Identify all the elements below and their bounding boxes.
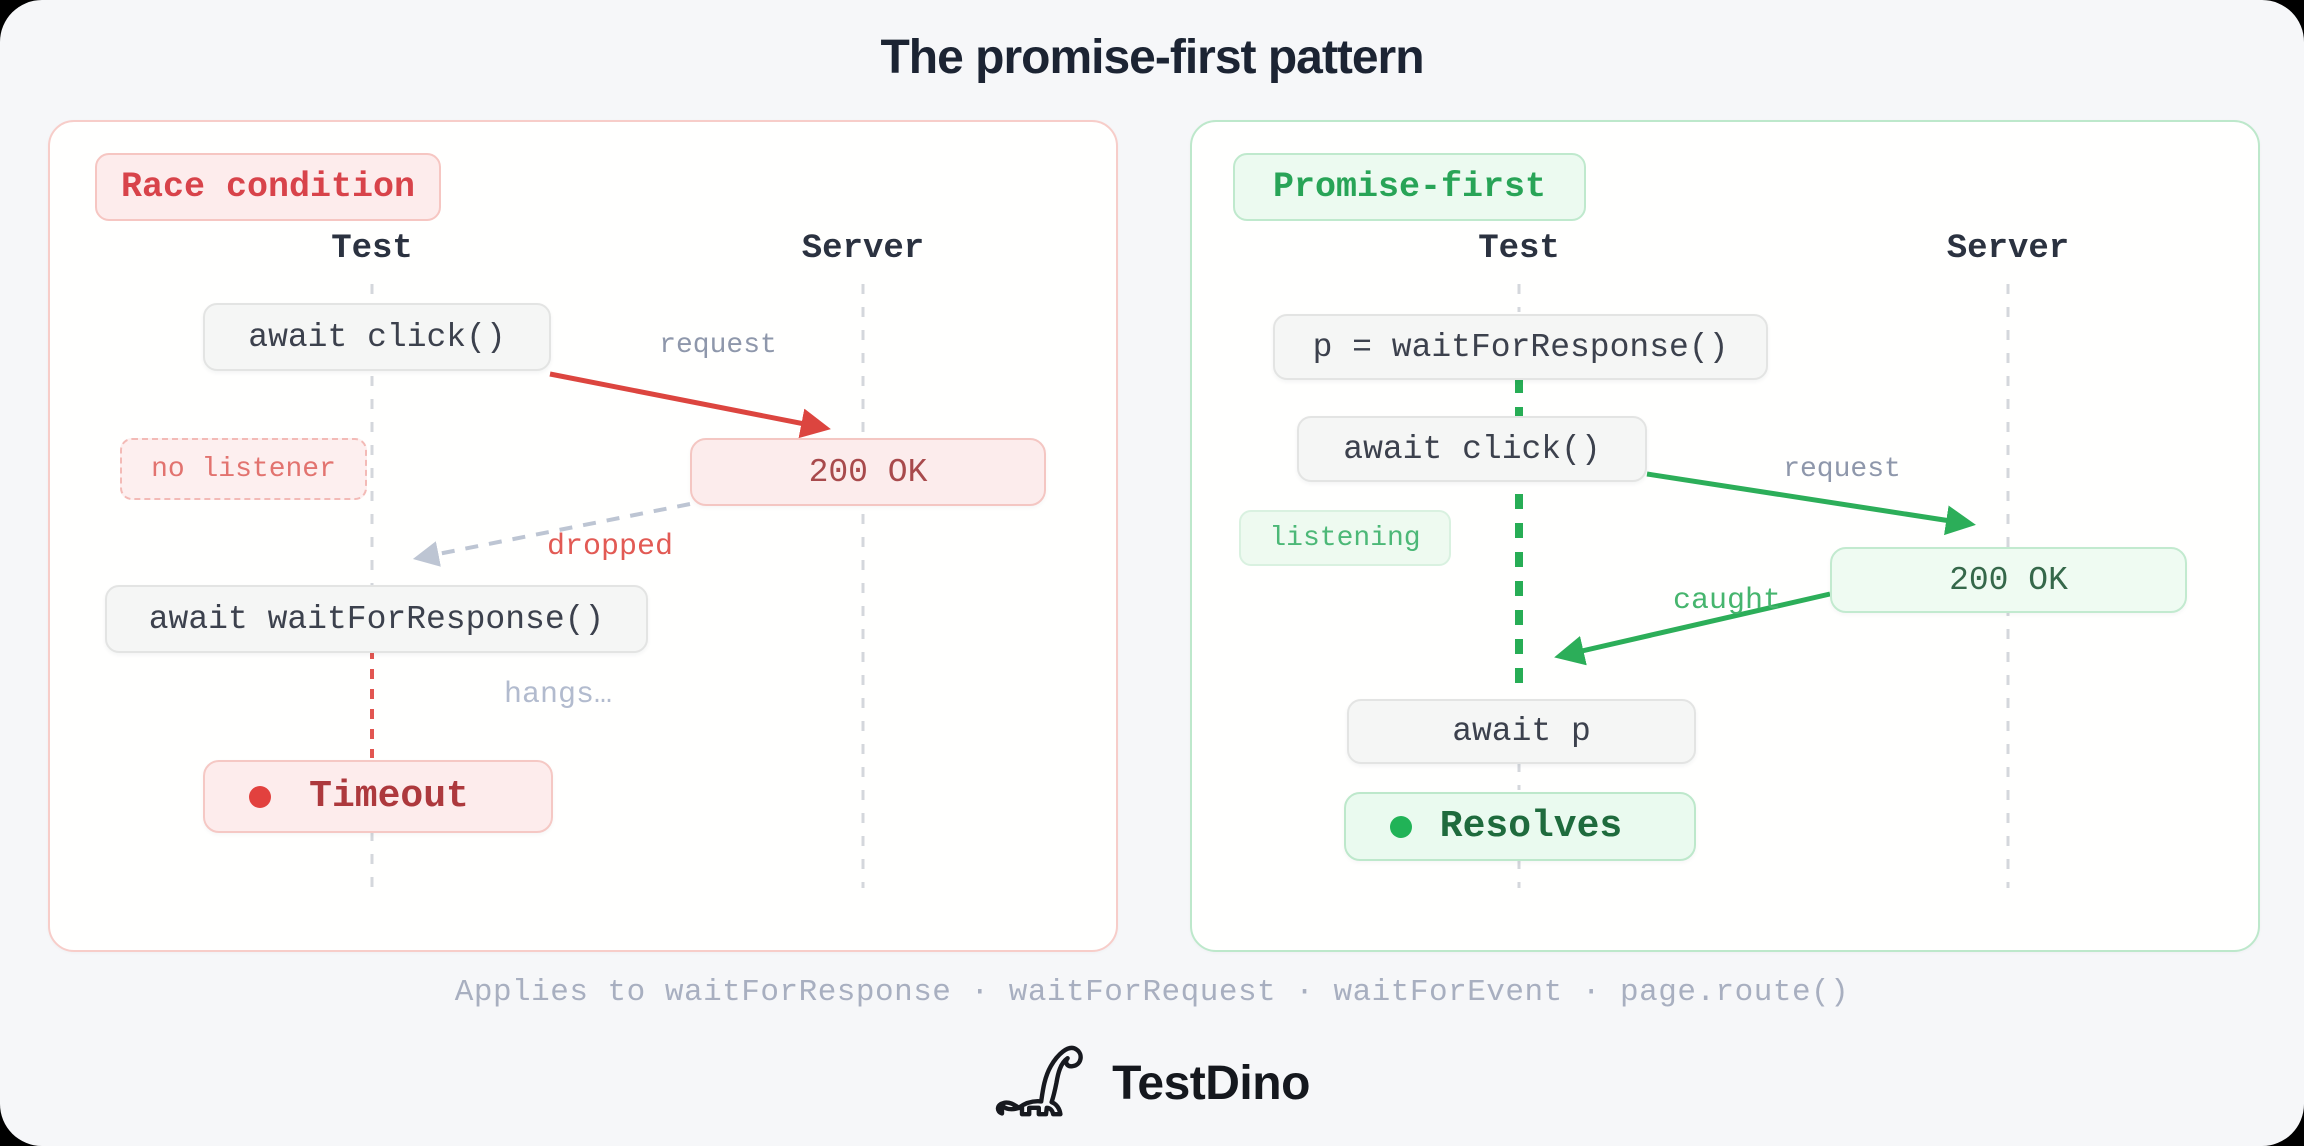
listening-badge: listening <box>1239 510 1451 566</box>
brand-name: TestDino <box>1112 1056 1310 1110</box>
request-arrow-label: request <box>659 330 777 361</box>
page-title: The promise-first pattern <box>880 31 1424 84</box>
response-200ok-box: 200 OK <box>690 438 1046 506</box>
brand-row: TestDino <box>0 1028 2304 1138</box>
resolves-label: Resolves <box>1439 805 1623 848</box>
request-arrow <box>549 371 831 439</box>
actor-server: Server <box>1946 230 2070 268</box>
caught-arrow-label: caught <box>1672 584 1782 618</box>
actor-test: Test <box>1478 230 1560 268</box>
hangs-note: hangs… <box>503 678 613 712</box>
applies-to-note: Applies to waitForResponse · waitForRequ… <box>454 975 1850 1010</box>
request-arrow-label: request <box>1783 454 1901 485</box>
await-click-box: await click() <box>203 303 551 371</box>
race-condition-badge: Race condition <box>95 153 441 221</box>
promise-first-badge: Promise-first <box>1233 153 1586 221</box>
await-p-box: await p <box>1347 699 1696 764</box>
resolves-result-box: Resolves <box>1344 792 1696 861</box>
actor-server: Server <box>801 230 925 268</box>
await-waitforresponse-box: await waitForResponse() <box>105 585 648 653</box>
timeout-result-box: Timeout <box>203 760 553 833</box>
no-listener-badge: no listener <box>120 438 367 500</box>
race-condition-panel: Race condition Test Server await click()… <box>48 120 1118 952</box>
p-waitforresponse-box: p = waitForResponse() <box>1273 314 1768 380</box>
promise-first-panel: Promise-first Test Server p = waitForRes… <box>1190 120 2260 952</box>
await-click-box: await click() <box>1297 416 1647 482</box>
red-status-dot-icon <box>249 785 271 808</box>
dropped-arrow-label: dropped <box>546 530 674 564</box>
response-200ok-box: 200 OK <box>1830 547 2187 613</box>
actor-test: Test <box>331 230 413 268</box>
green-status-dot-icon <box>1390 815 1412 838</box>
timeout-label: Timeout <box>309 775 469 818</box>
dinosaur-icon <box>995 1045 1083 1117</box>
